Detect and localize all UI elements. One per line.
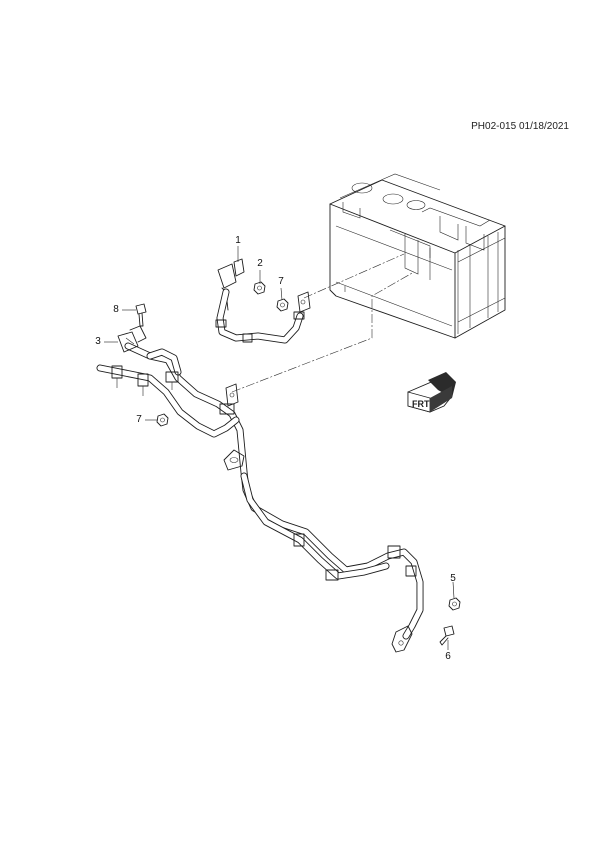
callout-1: 1 bbox=[235, 235, 241, 246]
bolt-icon bbox=[439, 625, 455, 646]
callout-7-upper: 7 bbox=[278, 276, 284, 287]
bolt-icon bbox=[135, 303, 147, 327]
nut-icon bbox=[276, 298, 289, 312]
callout-2: 2 bbox=[257, 258, 263, 269]
callout-6: 6 bbox=[445, 651, 451, 662]
callout-7-lower: 7 bbox=[136, 414, 142, 425]
callout-8: 8 bbox=[113, 304, 119, 315]
front-direction-icon: FRT bbox=[407, 372, 456, 413]
alignment-lines bbox=[231, 253, 415, 393]
leader-lines bbox=[104, 246, 455, 650]
positive-battery-cable-icon bbox=[96, 325, 424, 653]
battery-icon bbox=[329, 173, 506, 339]
callout-5: 5 bbox=[450, 573, 456, 584]
nut-icon bbox=[448, 597, 461, 611]
nut-icon bbox=[253, 281, 266, 295]
callout-3: 3 bbox=[95, 336, 101, 347]
document-code: PH02-015 01/18/2021 bbox=[471, 121, 569, 132]
front-arrow-text: FRT bbox=[412, 399, 430, 409]
nut-icon bbox=[156, 413, 169, 427]
negative-battery-cable-icon bbox=[215, 258, 311, 344]
